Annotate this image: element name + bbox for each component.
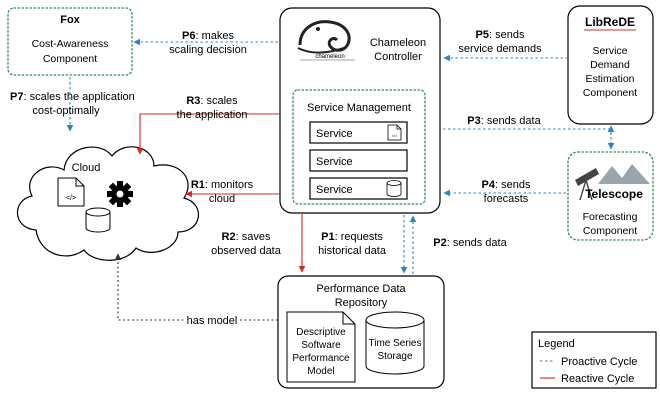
gear-icon — [107, 181, 133, 207]
fox-component: Fox Cost-Awareness Component — [7, 7, 133, 76]
svg-text:P1: requests: P1: requests — [321, 231, 383, 243]
svg-text:P6: makes: P6: makes — [182, 30, 234, 42]
svg-text:service demands: service demands — [458, 43, 542, 55]
r2-label: R2: saves observed data — [211, 231, 282, 257]
svg-text:P5: sends: P5: sends — [476, 29, 525, 41]
svg-text:</>: </> — [66, 195, 76, 202]
svg-text:scaling decision: scaling decision — [169, 44, 247, 56]
has-model-arrow — [114, 253, 278, 321]
mountains-icon — [598, 164, 650, 184]
performance-data-repository: Performance Data Repository Descriptive … — [277, 275, 445, 389]
service-label-1: Service — [316, 128, 353, 140]
svg-text:cloud: cloud — [209, 193, 235, 205]
telescope-logo: Telescope — [585, 187, 643, 201]
chameleon-logo-caption: chameleon — [315, 54, 344, 60]
service-management-title: Service Management — [307, 102, 411, 114]
descriptive-model-document: Descriptive Software Performance Model — [286, 311, 356, 383]
legend-reactive-label: Reactive Cycle — [561, 373, 634, 385]
repo-label-2: Repository — [335, 297, 388, 309]
svg-text:</>: </> — [392, 133, 398, 138]
controller-label-2: Controller — [374, 51, 422, 63]
service-box-1: Service </> — [309, 121, 408, 144]
model-label-2: Software — [301, 340, 341, 351]
p7-label: P7: scales the application cost-optimall… — [10, 91, 135, 117]
librede-logo: LibReDE — [585, 15, 635, 29]
p2-label: P2: sends data — [433, 237, 507, 249]
svg-text:R2: saves: R2: saves — [222, 231, 271, 243]
telescope-label-2: Component — [583, 225, 637, 237]
has-model-label: has model — [187, 315, 238, 327]
p3-label: P3: sends data — [467, 115, 541, 127]
fox-label-2: Component — [43, 53, 97, 65]
svg-text:P4: sends: P4: sends — [482, 179, 531, 191]
librede-component: LibReDE Service Demand Estimation Compon… — [567, 5, 654, 125]
svg-text:historical data: historical data — [318, 245, 387, 257]
librede-label-1: Service — [592, 45, 627, 57]
cloud-label: Cloud — [72, 162, 101, 174]
model-label-3: Performance — [292, 353, 350, 364]
librede-label-2: Demand — [590, 59, 630, 71]
svg-text:forecasts: forecasts — [484, 193, 529, 205]
fox-title: Fox — [60, 14, 80, 26]
svg-text:R1: monitors: R1: monitors — [191, 179, 254, 191]
service-box-3: Service — [309, 177, 408, 200]
chameleon-icon: chameleon — [297, 20, 355, 61]
model-label-1: Descriptive — [296, 327, 346, 338]
svg-text:P7: scales the application: P7: scales the application — [10, 91, 135, 103]
storage-label-2: Storage — [377, 351, 412, 362]
svg-text:R3: scales: R3: scales — [186, 95, 238, 107]
model-label-4: Model — [307, 366, 334, 377]
time-series-storage: Time Series Storage — [365, 311, 425, 375]
telescope-label-1: Forecasting — [583, 211, 638, 223]
r3-label: R3: scales the application — [177, 95, 248, 121]
svg-text:P2: sends data: P2: sends data — [433, 237, 507, 249]
chameleon-controller: chameleon Chameleon Controller Service M… — [279, 7, 441, 214]
telescope-component: Telescope Forecasting Component — [567, 151, 654, 241]
cloud: Cloud </> — [16, 146, 200, 261]
legend-proactive-label: Proactive Cycle — [561, 356, 637, 368]
librede-label-3: Estimation — [585, 73, 634, 85]
p6-label: P6: makes scaling decision — [169, 30, 247, 56]
librede-label-4: Component — [583, 87, 637, 99]
svg-text:P3: sends data: P3: sends data — [467, 115, 541, 127]
database-icon — [386, 180, 402, 197]
service-box-2: Service — [309, 149, 408, 172]
code-file-icon: </> — [57, 177, 85, 207]
repo-label-1: Performance Data — [316, 283, 406, 295]
p1-label: P1: requests historical data — [318, 231, 387, 257]
p5-label: P5: sends service demands — [458, 29, 542, 55]
storage-label-1: Time Series — [369, 338, 422, 349]
r1-label: R1: monitors cloud — [191, 179, 254, 205]
legend-title: Legend — [538, 338, 575, 350]
service-management: Service Management Service </> Service S… — [292, 89, 426, 205]
database-icon — [85, 207, 111, 233]
svg-text:the application: the application — [177, 109, 248, 121]
service-label-2: Service — [316, 156, 353, 168]
telescope-icon — [575, 168, 599, 201]
code-file-icon: </> — [387, 124, 402, 141]
svg-text:cost-optimally: cost-optimally — [32, 105, 100, 117]
p4-label: P4: sends forecasts — [482, 179, 531, 205]
r3-arrow — [136, 113, 280, 155]
service-label-3: Service — [316, 184, 353, 196]
svg-text:observed data: observed data — [211, 245, 282, 257]
controller-label-1: Chameleon — [370, 37, 426, 49]
fox-label-1: Cost-Awareness — [32, 38, 109, 50]
legend: Legend Proactive Cycle Reactive Cycle — [531, 331, 657, 389]
